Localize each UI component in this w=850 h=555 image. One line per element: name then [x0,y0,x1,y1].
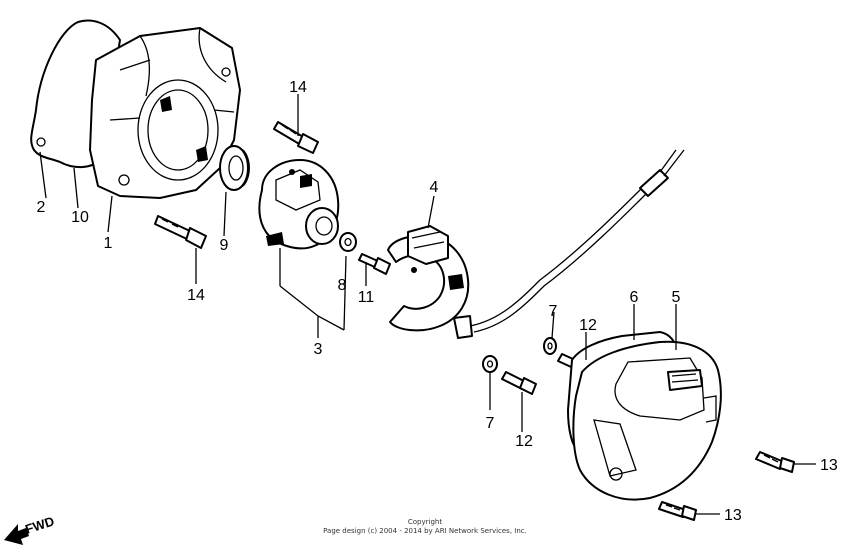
callout-12-lower: 12 [515,433,533,450]
part-8-washer [339,232,357,252]
fwd-label: FWD [23,513,56,536]
part-5-cover [572,340,722,501]
fwd-arrow-icon [4,524,29,545]
fwd-indicator: FWD [4,513,56,545]
part-3-pulser-assembly [258,159,340,286]
callout-14-lower: 14 [187,287,205,304]
leader-lines [39,94,816,515]
copyright-notice: Copyright Page design (c) 2004 - 2014 by… [323,518,527,535]
callout-8: 8 [338,277,347,294]
callout-7-lower: 7 [486,415,495,432]
callout-13-upper: 13 [820,457,838,474]
copyright-line-1: Copyright [408,518,442,526]
part-12-bolt-lower [501,371,537,395]
callout-9: 9 [220,237,229,254]
callout-11: 11 [358,289,375,306]
callout-3: 3 [314,341,323,358]
part-13-screw-upper [755,451,795,473]
part-4-pulse-generator [387,225,473,339]
callout-14-upper: 14 [289,79,307,96]
callout-5: 5 [672,289,681,306]
part-14-bolt-upper [273,121,319,154]
callout-10: 10 [71,209,89,226]
callout-13-lower: 13 [724,507,742,524]
part-13-screw-lower [658,501,697,521]
callout-7-upper: 7 [549,303,558,320]
callout-2: 2 [37,199,46,216]
callout-12-upper: 12 [579,317,597,334]
part-7-washer-upper [543,337,557,355]
callout-1: 1 [104,235,113,252]
part-14-bolt-lower [154,215,207,249]
copyright-line-2: Page design (c) 2004 - 2014 by ARI Netwo… [323,527,527,535]
callout-labels: 2 10 1 9 14 14 3 8 11 4 7 12 6 5 7 12 13… [37,79,838,524]
callout-4: 4 [430,179,439,196]
part-9-oil-seal [219,145,250,191]
part-11-screw [358,253,391,275]
part-1-housing [89,27,241,199]
part-7-washer-lower [482,355,498,373]
cable [469,149,685,333]
callout-6: 6 [630,289,639,306]
